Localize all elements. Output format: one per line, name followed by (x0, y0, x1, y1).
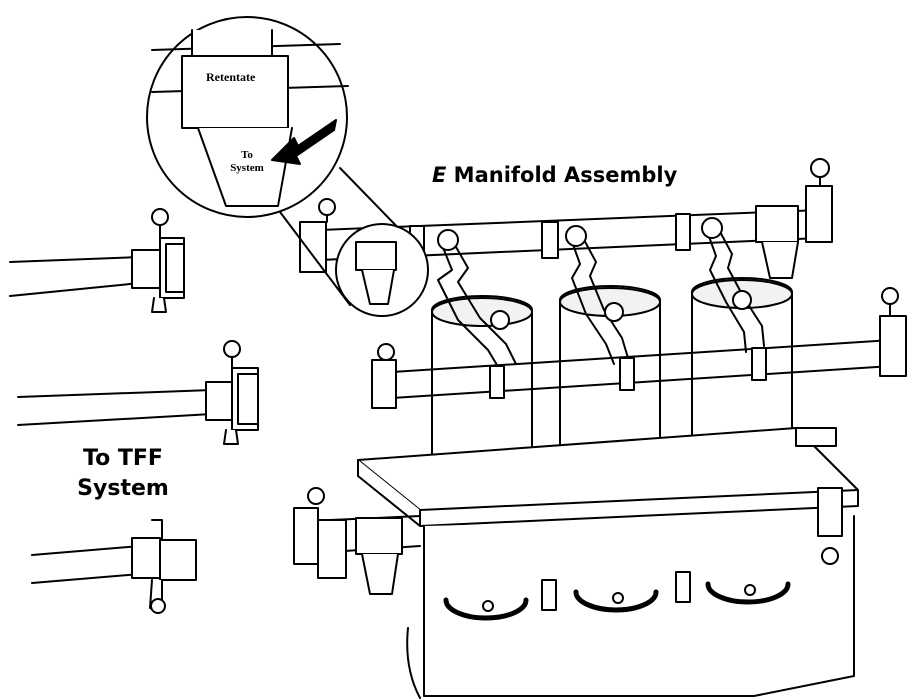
tff-tube-top (9, 208, 185, 313)
title-text: Manifold Assembly (453, 163, 678, 187)
to-system-label: To System (216, 149, 278, 175)
tff-label-line1: To TFF (83, 446, 163, 471)
to-label: To (241, 149, 253, 161)
system-label: System (230, 162, 264, 174)
bottom-manifold-pipe (293, 487, 843, 595)
title-letter: E (432, 163, 447, 187)
tff-tube-bottom (31, 519, 197, 614)
valve-assemblies (437, 217, 765, 371)
to-tff-system-label: To TFF System (58, 444, 188, 504)
diagram-title: E Manifold Assembly (432, 163, 677, 187)
callout-magnifier (146, 16, 429, 317)
retentate-label: Retentate (206, 70, 256, 84)
middle-manifold-pipe (371, 287, 907, 409)
tff-tube-middle (17, 340, 259, 445)
tff-label-line2: System (77, 476, 169, 501)
base-frame (357, 427, 859, 699)
